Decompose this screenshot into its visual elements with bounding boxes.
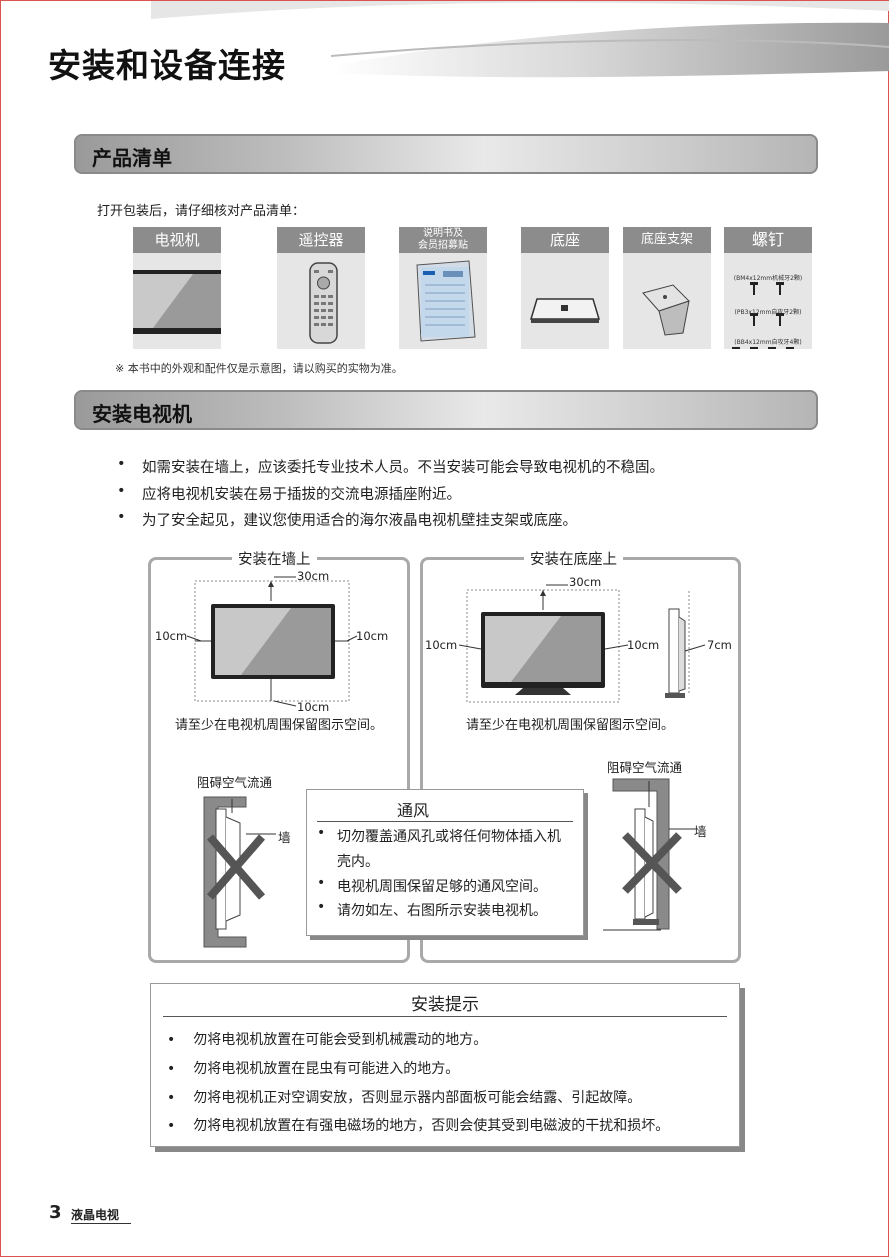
tips-item-1-text: 勿将电视机放置在可能会受到机械震动的地方。: [193, 1032, 488, 1048]
tips-divider: [163, 1016, 727, 1017]
section-title-install: 安装电视机: [92, 402, 192, 426]
stand-mount-title: 安装在底座上: [524, 548, 623, 569]
wall-label-left: 墙: [278, 830, 291, 845]
screw-caption-2: (PB3x12mm自攻牙2颗): [734, 309, 802, 316]
install-tips-panel: 安装提示 •勿将电视机放置在可能会受到机械震动的地方。 •勿将电视机放置在昆虫有…: [150, 983, 740, 1147]
product-card-screws: 螺钉 (BM4x12mm机械牙2颗) (PB3x12mm自攻牙2颗) (BB4x…: [724, 227, 812, 349]
manual-image: [416, 260, 476, 342]
wall-mount-title: 安装在墙上: [232, 548, 317, 569]
tv-image: [133, 270, 221, 334]
product-label-base: 底座: [521, 227, 609, 253]
tips-item-1: •勿将电视机放置在可能会受到机械震动的地方。: [167, 1032, 488, 1048]
products-note: ※ 本书中的外观和配件仅是示意图，请以购买的实物为准。: [115, 362, 403, 375]
product-label-remote: 遥控器: [277, 227, 365, 253]
section-title-products: 产品清单: [92, 146, 172, 170]
stand-caption: 请至少在电视机周围保留图示空间。: [466, 718, 675, 733]
ventilation-item-3-text: 请勿如左、右图所示安装电视机。: [337, 903, 547, 919]
remote-image: [309, 262, 338, 344]
product-card-base: 底座: [521, 227, 609, 349]
footer-label: 液晶电视: [71, 1208, 120, 1222]
ventilation-item-1: •切勿覆盖通风孔或将任何物体插入机壳内。: [317, 825, 569, 875]
tips-item-2: •勿将电视机放置在昆虫有可能进入的地方。: [167, 1061, 460, 1077]
bracket-image: [642, 284, 690, 336]
product-card-tv: 电视机: [133, 227, 221, 349]
product-card-remote: 遥控器: [277, 227, 365, 349]
wall-clearance-diagram: [186, 576, 358, 707]
ventilation-item-2-text: 电视机周围保留足够的通风空间。: [337, 879, 547, 895]
tips-item-3: •勿将电视机正对空调安放，否则显示器内部面板可能会结露、引起故障。: [167, 1090, 642, 1106]
ventilation-item-2: •电视机周围保留足够的通风空间。: [317, 875, 569, 900]
wall-bottom-clearance: 10cm: [297, 700, 330, 714]
base-image: [529, 298, 601, 323]
tips-item-4-text: 勿将电视机放置在有强电磁场的地方，否则会使其受到电磁波的干扰和损坏。: [193, 1118, 670, 1134]
ventilation-item-1-text: 切勿覆盖通风孔或将任何物体插入机壳内。: [337, 829, 561, 870]
stand-side-clearance: 7cm: [707, 638, 732, 652]
header-swoosh: [151, 1, 889, 78]
page-number: 3: [49, 1202, 62, 1223]
wall-right-clearance: 10cm: [356, 629, 389, 643]
install-bullet-3-text: 为了安全起见，建议您使用适合的海尔液晶电视机壁挂支架或底座。: [142, 513, 577, 529]
wall-top-clearance: 30cm: [297, 569, 330, 583]
stand-clearance-diagram: [458, 584, 706, 703]
install-bullet-2-text: 应将电视机安装在易于插拔的交流电源插座附近。: [142, 487, 461, 503]
wall-label-right: 墙: [694, 824, 707, 839]
ventilation-panel: 通风 •切勿覆盖通风孔或将任何物体插入机壳内。 •电视机周围保留足够的通风空间。…: [306, 789, 584, 936]
product-label-bracket: 底座支架: [623, 227, 711, 253]
wall-block-label: 阻碍空气流通: [197, 775, 273, 790]
wall-caption: 请至少在电视机周围保留图示空间。: [175, 718, 384, 733]
ventilation-divider: [317, 821, 573, 822]
screw-caption-3: (BB4x12mm自攻牙4颗): [734, 339, 802, 346]
tips-item-4: •勿将电视机放置在有强电磁场的地方，否则会使其受到电磁波的干扰和损坏。: [167, 1118, 670, 1134]
stand-wrong-diagram: [603, 778, 695, 931]
stand-block-label: 阻碍空气流通: [607, 760, 683, 775]
install-bullet-1-text: 如需安装在墙上，应该委托专业技术人员。不当安装可能会导致电视机的不稳固。: [142, 460, 664, 476]
tips-title: 安装提示: [411, 995, 479, 1015]
wall-wrong-diagram: [203, 796, 276, 948]
product-card-manual: 说明书及 会员招募贴: [399, 227, 487, 349]
screws-image: [732, 282, 794, 349]
product-label-tv: 电视机: [133, 227, 221, 253]
products-intro: 打开包装后，请仔细核对产品清单：: [97, 204, 306, 219]
footer-underline: [71, 1223, 131, 1224]
wall-left-clearance: 10cm: [155, 629, 188, 643]
install-bullet-3: 为了安全起见，建议您使用适合的海尔液晶电视机壁挂支架或底座。: [117, 509, 577, 530]
install-bullet-2: 应将电视机安装在易于插拔的交流电源插座附近。: [117, 483, 461, 504]
ventilation-item-3: •请勿如左、右图所示安装电视机。: [317, 899, 569, 924]
tips-item-2-text: 勿将电视机放置在昆虫有可能进入的地方。: [193, 1061, 460, 1077]
ventilation-title: 通风: [397, 801, 430, 820]
page-title: 安装和设备连接: [48, 46, 286, 85]
stand-left-clearance: 10cm: [425, 638, 458, 652]
stand-right-clearance: 10cm: [627, 638, 660, 652]
stand-top-clearance: 30cm: [569, 575, 602, 589]
manual-label-line1: 说明书及: [423, 228, 463, 239]
tips-item-3-text: 勿将电视机正对空调安放，否则显示器内部面板可能会结露、引起故障。: [193, 1090, 642, 1106]
product-label-screws: 螺钉: [724, 227, 812, 253]
section-bar-products: 产品清单: [74, 134, 818, 174]
section-bar-install: 安装电视机: [74, 390, 818, 430]
product-label-manual: 说明书及 会员招募贴: [399, 227, 487, 253]
screw-caption-1: (BM4x12mm机械牙2颗): [733, 275, 803, 282]
manual-label-line2: 会员招募贴: [418, 240, 468, 251]
install-bullet-1: 如需安装在墙上，应该委托专业技术人员。不当安装可能会导致电视机的不稳固。: [117, 456, 664, 477]
product-card-bracket: 底座支架: [623, 227, 711, 349]
